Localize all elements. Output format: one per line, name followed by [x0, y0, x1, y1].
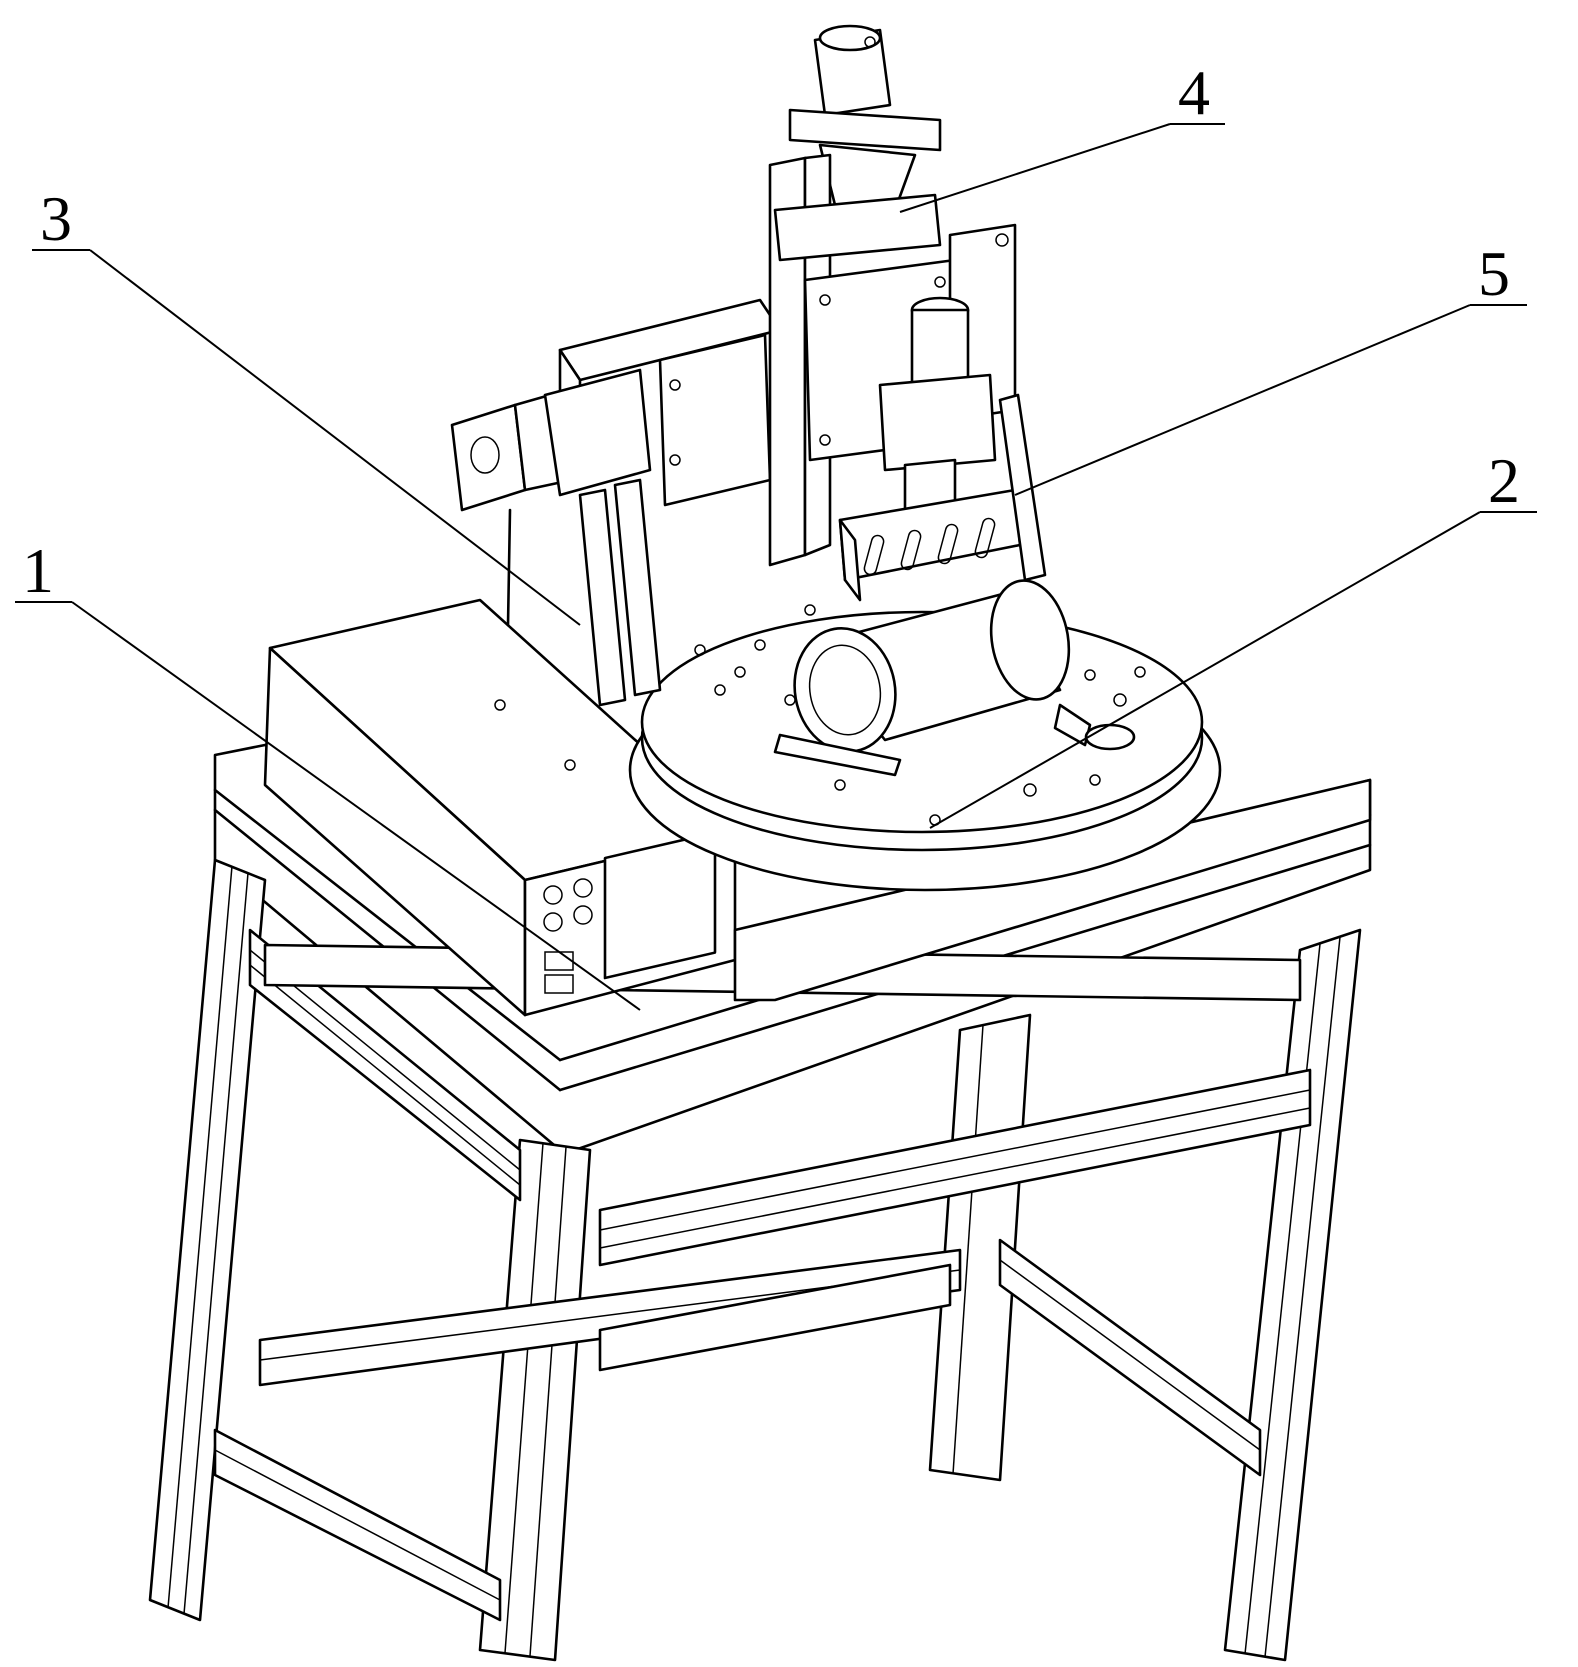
callout-2: 2 — [1488, 445, 1520, 516]
callout-4: 4 — [1178, 57, 1210, 128]
callout-3: 3 — [40, 183, 72, 254]
leader-2-pointer — [929, 511, 1481, 829]
leader-1-pointer — [71, 601, 641, 1011]
aluminium-frame — [148, 743, 1372, 1662]
callout-5: 5 — [1478, 238, 1510, 309]
rotary-table — [628, 579, 1222, 892]
leader-5-pointer — [1014, 304, 1471, 496]
callout-labels: 1 2 3 4 5 — [22, 57, 1520, 606]
leader-lines — [15, 123, 1537, 1011]
base-plinth — [733, 778, 1372, 1002]
leader-3-pointer — [89, 249, 581, 626]
vertical-axis-module — [768, 24, 1017, 567]
leader-4-pointer — [899, 123, 1171, 213]
spindle-gripper — [838, 296, 1047, 602]
callout-1: 1 — [22, 535, 54, 606]
horizontal-axis-module — [450, 298, 782, 707]
